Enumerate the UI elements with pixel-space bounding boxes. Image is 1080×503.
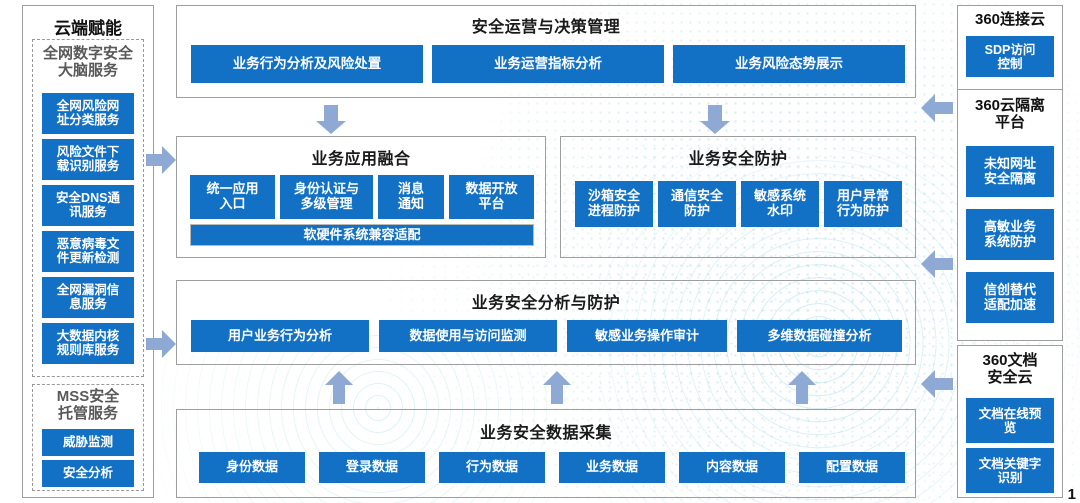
panel-business-security-protection-title: 业务安全防护	[688, 151, 788, 168]
arrow-down-ops-to-protection	[700, 105, 730, 134]
chip-data-open-platform[interactable]: 数据开放平台	[449, 175, 534, 219]
chip-data-usage-access-monitoring[interactable]: 数据使用与访问监测	[379, 320, 557, 352]
right-item-document-keyword-recognition[interactable]: 文档关键字识别	[966, 448, 1054, 493]
panel-business-security-protection: 业务安全防护 沙箱安全进程防护 通信安全防护 敏感系统水印 用户异常行为防护	[560, 136, 916, 258]
chip-user-business-behavior-analysis[interactable]: 用户业务行为分析	[191, 320, 369, 352]
group-mss-managed-services: MSS安全 托管服务 威胁监测 安全分析	[32, 384, 144, 491]
right-item-unknown-url-isolation[interactable]: 未知网址安全隔离	[966, 146, 1054, 197]
left-column-cloud-enablement: 云端赋能 全网数字安全 大脑服务 全网风险网址分类服务 风险文件下载识别服务 安…	[22, 5, 154, 498]
group-mss-title: MSS安全 托管服务	[33, 388, 143, 423]
panel-business-app-fusion: 业务应用融合 统一应用入口 身份认证与多级管理 消息通知 数据开放平台 软硬件系…	[176, 136, 546, 258]
left-item-security-analysis[interactable]: 安全分析	[42, 460, 134, 487]
right-box-connect-cloud-title: 360连接云	[974, 11, 1046, 28]
panel-data-collection-title: 业务安全数据采集	[479, 425, 612, 442]
chip-communication-security[interactable]: 通信安全防护	[658, 181, 736, 227]
chip-business-risk-posture[interactable]: 业务风险态势展示	[673, 45, 905, 83]
group-title-line2: 大脑服务	[57, 61, 118, 79]
panel-business-security-analysis: 业务安全分析与防护 用户业务行为分析 数据使用与访问监测 敏感业务操作审计 多维…	[176, 280, 916, 365]
chip-login-data[interactable]: 登录数据	[319, 452, 425, 483]
group-brain-services: 全网数字安全 大脑服务 全网风险网址分类服务 风险文件下载识别服务 安全DNS通…	[32, 39, 144, 377]
right-box-doc-title-line2: 安全云	[987, 368, 1033, 386]
right-box-cloud-isolation-title-line1: 360云隔离	[974, 97, 1046, 114]
left-item-secure-dns[interactable]: 安全DNS通讯服务	[42, 185, 134, 226]
right-item-xinchuang-adaptation[interactable]: 信创替代适配加速	[966, 272, 1054, 323]
arrow-up-collection-to-analysis-3	[788, 371, 816, 404]
chip-multidimensional-data-collision[interactable]: 多维数据碰撞分析	[737, 320, 902, 352]
group-mss-title-line2: 托管服务	[57, 404, 118, 422]
page-number: 1	[1067, 486, 1076, 503]
chip-business-operation-metrics[interactable]: 业务运营指标分析	[432, 45, 664, 83]
chip-identity-data[interactable]: 身份数据	[199, 452, 305, 483]
right-box-document-security-cloud-title: 360文档 安全云	[958, 352, 1062, 386]
left-column-title: 云端赋能	[54, 19, 122, 38]
right-box-cloud-isolation-title: 360云隔离 平台	[958, 97, 1062, 131]
arrow-right-to-app-fusion	[146, 146, 176, 174]
right-box-document-security-cloud: 360文档 安全云 文档在线预览 文档关键字识别	[957, 345, 1063, 498]
left-item-vulnerability-info[interactable]: 全网漏洞信息服务	[42, 277, 134, 318]
right-box-connect-cloud: 360连接云 SDP访问控制	[957, 5, 1063, 93]
right-box-cloud-isolation-title-line2: 平台	[994, 113, 1025, 131]
arrow-left-connect-cloud-to-center	[921, 94, 953, 122]
chip-config-data[interactable]: 配置数据	[799, 452, 905, 483]
arrow-left-isolation-to-center	[921, 250, 953, 278]
arrow-right-to-analysis	[146, 330, 176, 358]
chip-sandbox-process-protection[interactable]: 沙箱安全进程防护	[575, 181, 653, 227]
group-brain-services-title: 全网数字安全 大脑服务	[33, 45, 143, 80]
left-item-url-risk-classification[interactable]: 全网风险网址分类服务	[42, 93, 134, 134]
left-item-bigdata-rule-library[interactable]: 大数据内核规则库服务	[42, 323, 134, 364]
chip-user-anomaly-behavior[interactable]: 用户异常行为防护	[824, 181, 902, 227]
panel-security-operations-title: 安全运营与决策管理	[471, 19, 621, 36]
right-item-high-sensitivity-protection[interactable]: 高敏业务系统防护	[966, 209, 1054, 260]
arrow-up-collection-to-analysis-1	[325, 371, 353, 404]
panel-business-security-analysis-title: 业务安全分析与防护	[471, 295, 621, 312]
right-item-sdp-access-control[interactable]: SDP访问控制	[966, 36, 1054, 77]
chip-business-data[interactable]: 业务数据	[559, 452, 665, 483]
chip-unified-app-entry[interactable]: 统一应用入口	[190, 175, 275, 219]
arrow-up-collection-to-analysis-2	[543, 371, 571, 404]
arrow-down-ops-to-app-fusion	[316, 105, 346, 134]
group-title-line1: 全网数字安全	[42, 45, 133, 62]
right-box-doc-title-line1: 360文档	[982, 352, 1038, 369]
left-item-malware-update-detect[interactable]: 恶意病毒文件更新检测	[42, 231, 134, 272]
panel-security-operations: 安全运营与决策管理 业务行为分析及风险处置 业务运营指标分析 业务风险态势展示	[176, 5, 916, 98]
panel-business-security-data-collection: 业务安全数据采集 身份数据 登录数据 行为数据 业务数据 内容数据 配置数据	[176, 409, 916, 498]
right-item-document-online-preview[interactable]: 文档在线预览	[966, 398, 1054, 443]
chip-sensitive-system-watermark[interactable]: 敏感系统水印	[741, 181, 819, 227]
chip-hw-sw-compatibility-bar[interactable]: 软硬件系统兼容适配	[190, 224, 534, 246]
chip-message-notification[interactable]: 消息通知	[378, 175, 444, 219]
arrow-left-document-cloud-to-center	[921, 370, 953, 398]
chip-behavior-data[interactable]: 行为数据	[439, 452, 545, 483]
chip-sensitive-business-audit[interactable]: 敏感业务操作审计	[567, 320, 727, 352]
chip-identity-auth-multilevel[interactable]: 身份认证与多级管理	[280, 175, 373, 219]
left-item-risk-file-download[interactable]: 风险文件下载识别服务	[42, 139, 134, 180]
group-mss-title-line1: MSS安全	[56, 388, 120, 405]
chip-business-behavior-risk[interactable]: 业务行为分析及风险处置	[191, 45, 423, 83]
right-box-cloud-isolation: 360云隔离 平台 未知网址安全隔离 高敏业务系统防护 信创替代适配加速	[957, 89, 1063, 341]
chip-content-data[interactable]: 内容数据	[679, 452, 785, 483]
left-item-threat-monitoring[interactable]: 威胁监测	[42, 429, 134, 456]
panel-business-app-fusion-title: 业务应用融合	[311, 151, 411, 168]
